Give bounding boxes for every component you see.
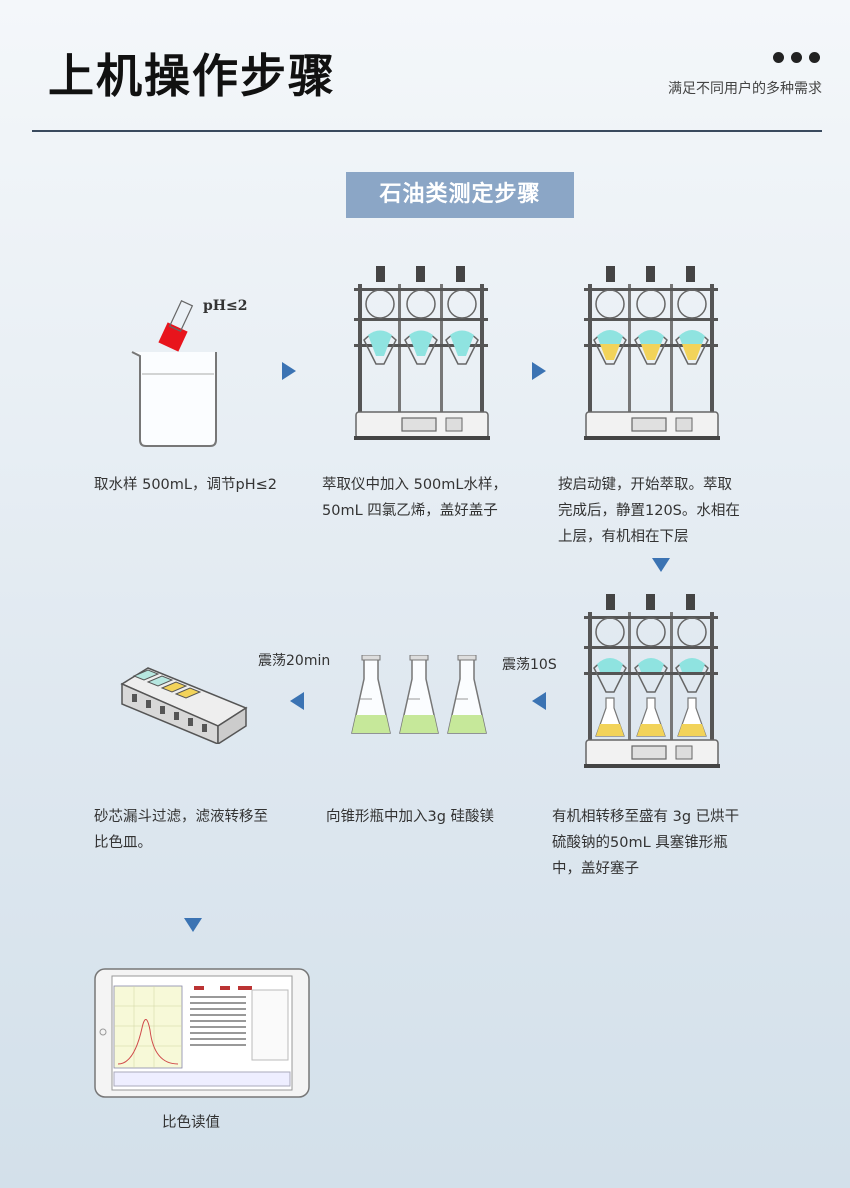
step5-caption: 向锥形瓶中加入3g 硅酸镁 [326,809,495,825]
step3-caption-line: 上层，有机相在下层 [558,529,689,545]
step7-caption: 比色读值 [162,1115,220,1131]
step7-tablet-illustration [94,968,310,1102]
page-title: 上机操作步骤 [48,49,336,103]
step4-extractor-illustration [583,590,724,774]
arrow-left-2 [290,692,304,710]
step3-caption: 按启动键，开始萃取。萃取 完成后，静置120S。水相在 上层，有机相在下层 [558,472,740,550]
arrow-down-1 [652,558,670,572]
header-divider [32,130,822,132]
step4-caption: 有机相转移至盛有 3g 已烘干 硫酸钠的50mL 具塞锥形瓶 中，盖好塞子 [552,804,739,882]
step4-caption-line: 硫酸钠的50mL 具塞锥形瓶 [552,835,728,851]
arrow-right-2 [532,362,546,380]
step3-caption-line: 完成后，静置120S。水相在 [558,503,740,519]
step4-caption-line: 中，盖好塞子 [552,861,639,877]
step4-caption-line: 有机相转移至盛有 3g 已烘干 [552,809,740,825]
step2-caption: 萃取仪中加入 500mL水样， 50mL 四氯乙烯，盖好盖子 [322,472,507,524]
step6-caption: 砂芯漏斗过滤，滤液转移至 比色皿。 [94,804,268,856]
step2-extractor-illustration [353,262,494,446]
step2-caption-line: 50mL 四氯乙烯，盖好盖子 [322,503,498,519]
arrow-left-1 [532,692,546,710]
more-icon[interactable] [766,48,820,67]
step6-caption-line: 砂芯漏斗过滤，滤液转移至 [94,809,268,825]
step6-filter-rack-illustration [118,664,248,748]
arrow-down-2 [184,918,202,932]
step1-caption: 取水样 500mL，调节pH≤2 [94,477,277,493]
ph-label: pH≤2 [203,298,248,314]
step3-caption-line: 按启动键，开始萃取。萃取 [558,477,732,493]
shake-20min-label: 震荡20min [258,653,331,669]
step1-beaker-illustration [128,290,228,454]
step5-flasks-illustration [350,654,500,744]
step2-caption-line: 萃取仪中加入 500mL水样， [322,477,507,493]
ph-strip [158,322,188,352]
shake-10s-label: 震荡10S [502,657,557,673]
section-title: 石油类测定步骤 [346,172,574,218]
step6-caption-line: 比色皿。 [94,835,152,851]
step3-extractor-illustration [583,262,724,446]
arrow-right-1 [282,362,296,380]
page-subtitle: 满足不同用户的多种需求 [668,81,822,97]
